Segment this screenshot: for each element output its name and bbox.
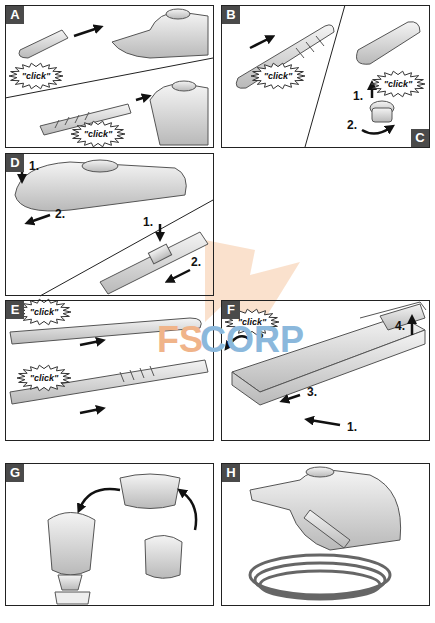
panel-letter: A	[6, 6, 24, 24]
step-number: 2.	[55, 208, 65, 220]
panel-frame: BC	[221, 5, 430, 148]
step-number: 4.	[395, 320, 405, 332]
panel-letter: F	[222, 301, 240, 319]
panel-letter: H	[222, 464, 240, 482]
step-number: 1.	[29, 160, 39, 172]
click-burst	[17, 299, 71, 325]
panel-letter: D	[6, 154, 24, 172]
click-text: "click"	[30, 308, 59, 317]
panel-letter: E	[6, 301, 24, 319]
click-burst	[371, 71, 425, 97]
step-number: 3.	[307, 386, 317, 398]
click-burst	[17, 365, 71, 391]
click-text: "click"	[264, 72, 293, 81]
watermark: CORP	[200, 322, 304, 358]
click-text: "click"	[84, 130, 113, 139]
panel-letter: G	[6, 464, 24, 482]
click-text: "click"	[384, 80, 413, 89]
panel-frame: G	[5, 463, 214, 606]
panel-letter: C	[411, 129, 429, 147]
panel-letter: B	[222, 6, 240, 24]
step-number: 1.	[347, 421, 357, 433]
step-number: 2.	[347, 119, 357, 131]
panel-frame: H	[221, 463, 430, 606]
step-number: 2.	[191, 256, 201, 268]
step-number: 1.	[353, 90, 363, 102]
click-text: "click"	[22, 72, 51, 81]
click-burst	[9, 63, 63, 89]
click-burst	[251, 63, 305, 89]
click-text: "click"	[30, 374, 59, 383]
step-number: 1.	[143, 216, 153, 228]
panel-frame: D	[5, 153, 214, 296]
watermark: FS	[157, 322, 203, 358]
click-burst	[71, 121, 125, 147]
